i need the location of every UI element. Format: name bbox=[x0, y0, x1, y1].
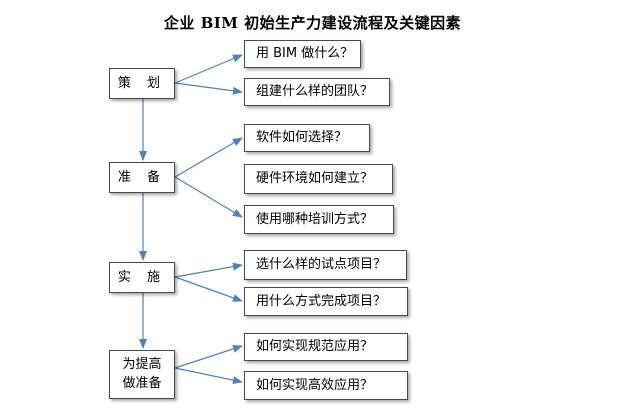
branch-arrow-3-1 bbox=[174, 262, 243, 278]
question-box: 使用哪种培训方式？ bbox=[244, 205, 394, 234]
diagram-title: 企业 BIM 初始生产力建设流程及关键因素 bbox=[163, 14, 462, 32]
branch-arrow-3-2 bbox=[174, 276, 243, 302]
question-box: 选什么样的试点项目？ bbox=[244, 250, 407, 280]
branch-arrow-1-2 bbox=[174, 82, 243, 95]
question-box: 用什么方式完成项目？ bbox=[244, 287, 408, 316]
question-box: 软件如何选择？ bbox=[244, 124, 370, 152]
question-box: 如何实现规范应用？ bbox=[244, 333, 408, 361]
branch-arrow-1-1 bbox=[174, 54, 243, 84]
branch-arrow-4-1 bbox=[174, 345, 243, 369]
question-box: 如何实现高效应用？ bbox=[244, 371, 408, 400]
question-box: 用 BIM 做什么？ bbox=[244, 40, 361, 68]
stage-implementation: 实 施 bbox=[109, 262, 175, 293]
branch-arrow-2-1 bbox=[174, 137, 243, 178]
stage-planning: 策 划 bbox=[109, 68, 175, 99]
branch-arrow-4-2 bbox=[174, 367, 243, 385]
stage-preparation: 准 备 bbox=[109, 162, 175, 193]
stage-improvement-prep: 为提高 做准备 bbox=[109, 350, 175, 399]
branch-arrow-2-2 bbox=[174, 176, 243, 218]
question-box: 硬件环境如何建立？ bbox=[244, 164, 393, 194]
question-box: 组建什么样的团队？ bbox=[244, 78, 390, 106]
